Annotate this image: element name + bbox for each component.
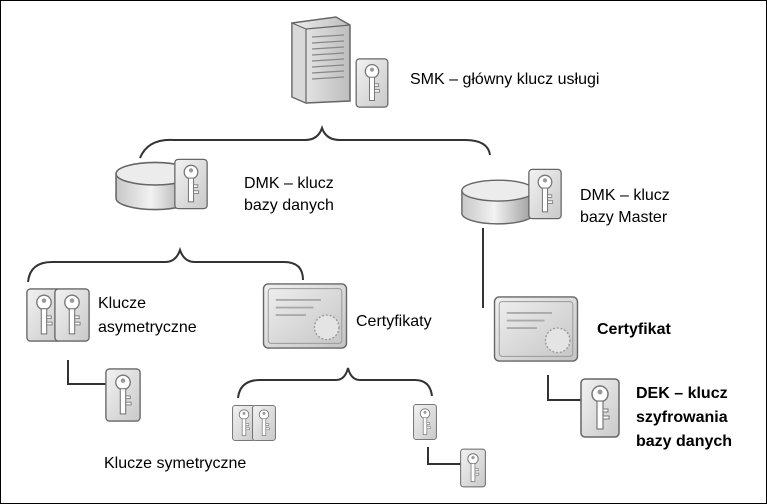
- key-card-icon: [54, 288, 90, 342]
- dmk-db-label-line1: DMK – klucz: [244, 175, 334, 192]
- key-card-icon: [105, 368, 141, 422]
- asym-label-line2: asymetryczne: [98, 319, 197, 336]
- smk-label: SMK – główny klucz usługi: [410, 71, 600, 88]
- certificate-icon: [262, 283, 348, 349]
- certyfikat-label: Certyfikat: [597, 321, 671, 338]
- connector-lines: [27, 124, 582, 465]
- server-icon: [291, 16, 351, 104]
- connector-dmk-db-split: [27, 246, 304, 283]
- key-card-icon: [232, 405, 256, 441]
- connector-cert-split: [237, 367, 433, 399]
- certyfikaty-label: Certyfikaty: [356, 313, 432, 330]
- sym-label: Klucze symetryczne: [104, 455, 247, 472]
- key-card-icon: [252, 405, 276, 441]
- connector-asym-sym: [67, 360, 107, 385]
- asym-label-line1: Klucze: [98, 295, 147, 312]
- connector-cert-dek: [547, 375, 582, 401]
- key-card-icon: [580, 378, 620, 438]
- certificate-icon: [493, 296, 579, 362]
- key-card-icon: [174, 158, 208, 210]
- dmk-db-label-line2: bazy danych: [244, 197, 334, 214]
- connector-smk-split: [139, 124, 491, 159]
- dmk-master-label-line2: bazy Master: [580, 209, 668, 226]
- dek-label-line3: bazy danych: [636, 433, 733, 450]
- key-card-icon: [460, 448, 486, 488]
- dek-label-line1: DEK – klucz: [636, 385, 728, 402]
- dek-label-line2: szyfrowania: [636, 409, 728, 426]
- connector-sym-small: [427, 447, 463, 465]
- dmk-master-label-line1: DMK – klucz: [580, 187, 670, 204]
- key-card-icon: [355, 58, 389, 108]
- database-icon: [461, 179, 535, 225]
- key-card-icon: [528, 168, 562, 220]
- key-card-icon: [413, 404, 437, 440]
